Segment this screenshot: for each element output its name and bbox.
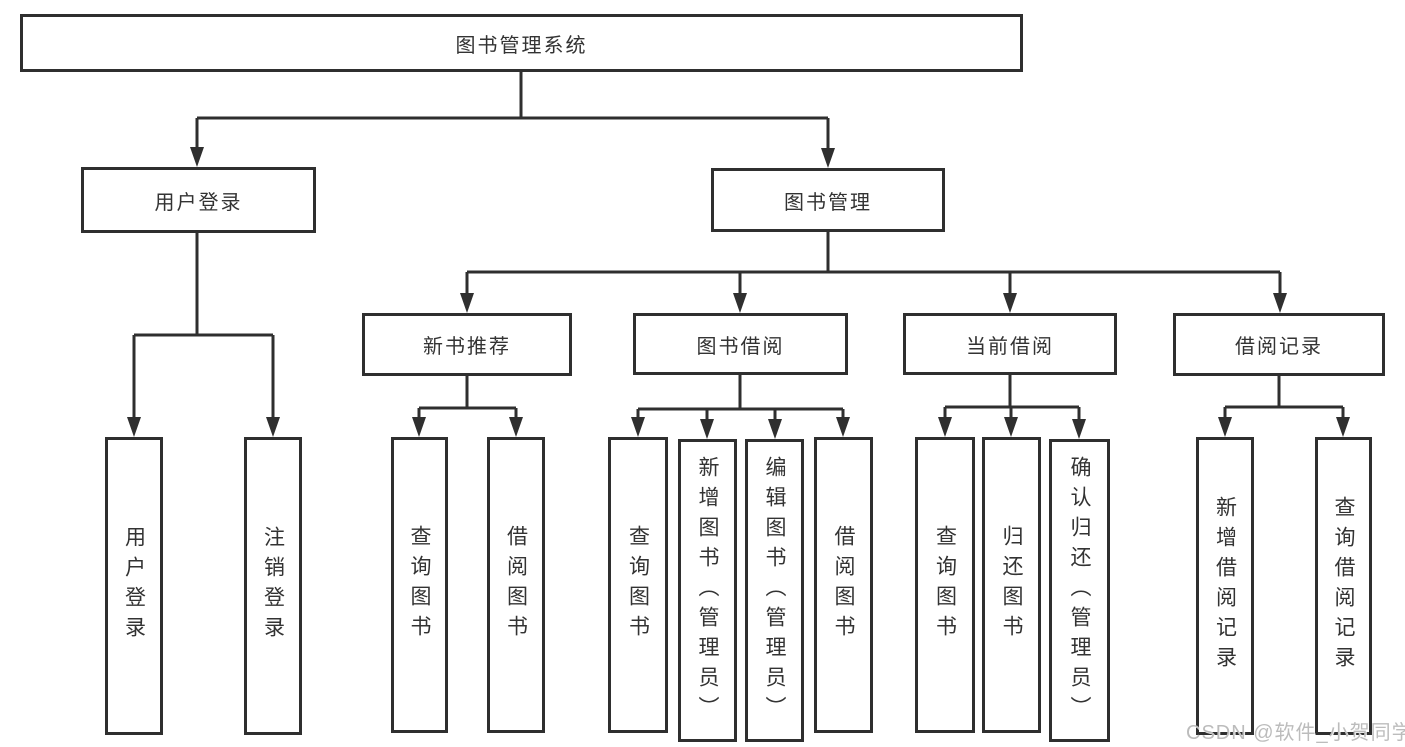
leaf-add-borrow-record: 新增借阅记录: [1196, 437, 1254, 735]
leaf-add-books-admin-label: 新增图书（管理员）: [696, 455, 719, 726]
node-new-book-recommend-label: 新书推荐: [423, 336, 511, 358]
arrowheads: [127, 147, 1350, 439]
leaf-borrow-books: 借阅图书: [814, 437, 873, 733]
leaf-borrow-books-label: 借阅图书: [832, 525, 855, 645]
node-book-borrowing: 图书借阅: [633, 313, 848, 375]
leaf-confirm-return-admin-label: 确认归还（管理员）: [1068, 455, 1091, 726]
leaf-newbook-query-books: 查询图书: [391, 437, 448, 733]
node-root-system: 图书管理系统: [20, 14, 1023, 72]
leaf-edit-books-admin: 编辑图书（管理员）: [745, 439, 804, 742]
node-book-borrowing-label: 图书借阅: [696, 335, 785, 358]
node-root-system-label: 图书管理系统: [455, 34, 588, 57]
leaf-user-login-label: 用户登录: [122, 526, 146, 646]
leaf-return-books: 归还图书: [982, 437, 1041, 733]
node-book-management: 图书管理: [711, 168, 945, 232]
node-borrowing-records: 借阅记录: [1173, 313, 1385, 376]
leaf-add-borrow-record-label: 新增借阅记录: [1213, 496, 1237, 676]
node-user-login: 用户登录: [81, 167, 316, 233]
leaf-current-query-books: 查询图书: [915, 437, 975, 733]
leaf-newbook-query-books-label: 查询图书: [408, 525, 431, 645]
node-book-management-label: 图书管理: [784, 191, 872, 214]
connector-segments: [132, 72, 1345, 421]
node-current-borrowing-label: 当前借阅: [966, 335, 1054, 358]
leaf-user-login: 用户登录: [105, 437, 163, 735]
leaf-logout-label: 注销登录: [261, 526, 285, 646]
leaf-add-books-admin: 新增图书（管理员）: [678, 439, 737, 742]
leaf-logout: 注销登录: [244, 437, 302, 735]
leaf-return-books-label: 归还图书: [1000, 525, 1023, 645]
leaf-edit-books-admin-label: 编辑图书（管理员）: [763, 455, 786, 726]
leaf-newbook-borrow-books: 借阅图书: [487, 437, 545, 733]
leaf-newbook-borrow-books-label: 借阅图书: [504, 525, 528, 645]
csdn-watermark: CSDN @软件_小贺同学: [1186, 722, 1405, 744]
node-user-login-label: 用户登录: [154, 191, 243, 214]
leaf-borrowing-query-books-label: 查询图书: [626, 525, 650, 645]
leaf-borrowing-query-books: 查询图书: [608, 437, 668, 733]
node-current-borrowing: 当前借阅: [903, 313, 1117, 375]
leaf-confirm-return-admin: 确认归还（管理员）: [1049, 439, 1110, 742]
node-new-book-recommend: 新书推荐: [362, 313, 572, 376]
leaf-query-borrow-record-label: 查询借阅记录: [1332, 496, 1355, 676]
node-borrowing-records-label: 借阅记录: [1235, 336, 1323, 358]
leaf-current-query-books-label: 查询图书: [933, 525, 957, 645]
leaf-query-borrow-record: 查询借阅记录: [1315, 437, 1372, 735]
